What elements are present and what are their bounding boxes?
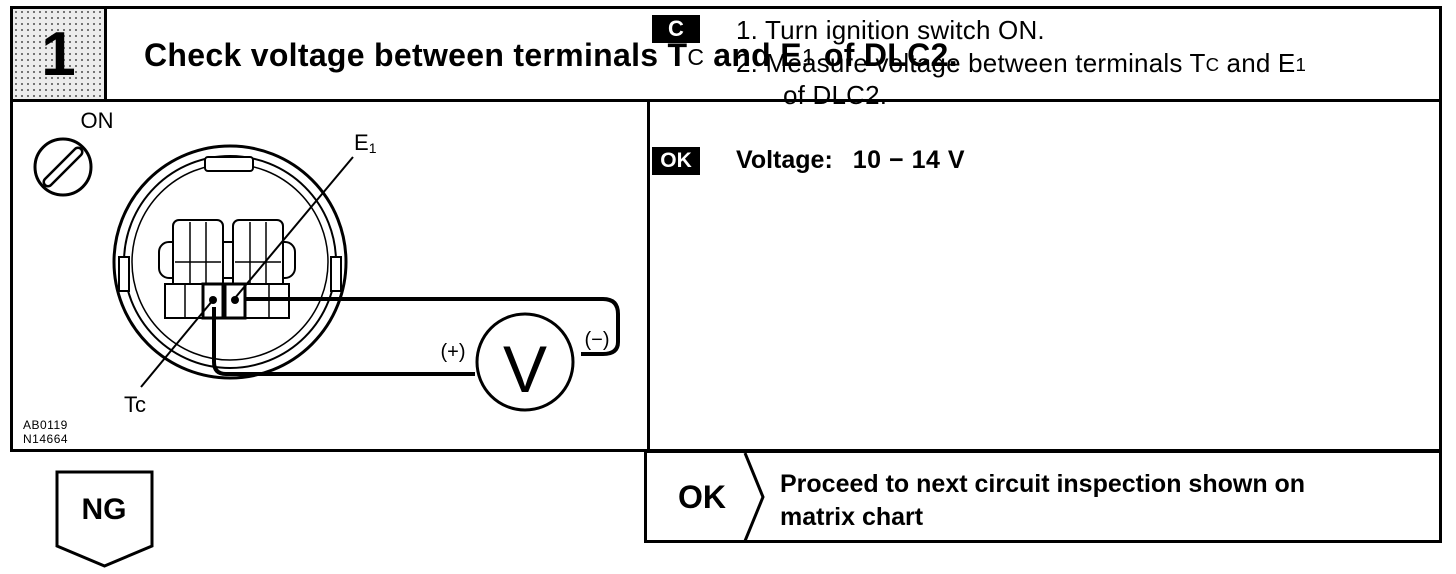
- meter-plus-label: (+): [441, 341, 466, 363]
- ignition-on-label: ON: [81, 108, 114, 133]
- step-number-box: [13, 9, 107, 99]
- voltmeter-icon: [475, 312, 575, 412]
- title-tc-subscript: C: [687, 43, 705, 70]
- title-e-subscript: 1: [801, 43, 815, 70]
- ok-result-label: OK: [678, 479, 726, 515]
- title-part: of DLC2.: [814, 37, 958, 73]
- page-title: Check voltage between terminals TC and E…: [144, 37, 958, 74]
- meter-minus-label: (−): [585, 329, 610, 351]
- ng-badge: [55, 470, 154, 568]
- step-header: 1 Check voltage between terminals TC and…: [10, 6, 1442, 102]
- instruction-step-2-continued: of DLC2.: [783, 80, 888, 110]
- column-divider: [647, 102, 650, 449]
- e1-label-subscript: 1: [369, 140, 377, 156]
- title-part: and E: [704, 37, 802, 73]
- step2-tc-subscript: C: [1205, 54, 1220, 76]
- ok-result-box: OK Proceed to next circuit inspection sh…: [644, 450, 1442, 543]
- ng-result-label: NG: [81, 493, 127, 526]
- positive-lead: [212, 307, 475, 376]
- figure-code: AB0119: [23, 418, 68, 432]
- inspection-body: ON V (+) (−): [10, 99, 1442, 452]
- step2-part: and E: [1219, 48, 1296, 78]
- figure-code: N14664: [23, 432, 68, 446]
- ok-tag: OK: [652, 147, 700, 175]
- ok-result-line: matrix chart: [780, 503, 924, 531]
- title-part: Check voltage between terminals T: [144, 37, 688, 73]
- voltage-label: Voltage:: [736, 146, 833, 174]
- connector-outer-ring: [112, 144, 348, 380]
- tc-terminal-label: Tc: [124, 392, 146, 417]
- ok-result-line: Proceed to next circuit inspection shown…: [780, 470, 1306, 498]
- step2-e-subscript: 1: [1295, 54, 1306, 76]
- negative-lead: [245, 297, 620, 356]
- voltage-value: 10 − 14 V: [852, 146, 965, 174]
- e1-label-main: E: [354, 130, 369, 155]
- e1-terminal-label: E1: [354, 130, 377, 156]
- chevron-right-icon: [743, 453, 765, 541]
- instruction-step-1: 1. Turn ignition switch ON.: [736, 15, 1045, 45]
- voltmeter-symbol: V: [503, 332, 547, 406]
- instruction-step-2: 2. Measure voltage between terminals TC …: [736, 48, 1306, 79]
- condition-tag: C: [652, 15, 700, 43]
- dlc2-diagram: ON V (+) (−): [23, 108, 620, 446]
- step2-part: 2. Measure voltage between terminals T: [736, 48, 1206, 78]
- step-number: 1: [41, 19, 76, 89]
- voltage-spec: Voltage: 10 − 14 V: [736, 146, 965, 175]
- ok-result-text: Proceed to next circuit inspection shown…: [780, 468, 1420, 534]
